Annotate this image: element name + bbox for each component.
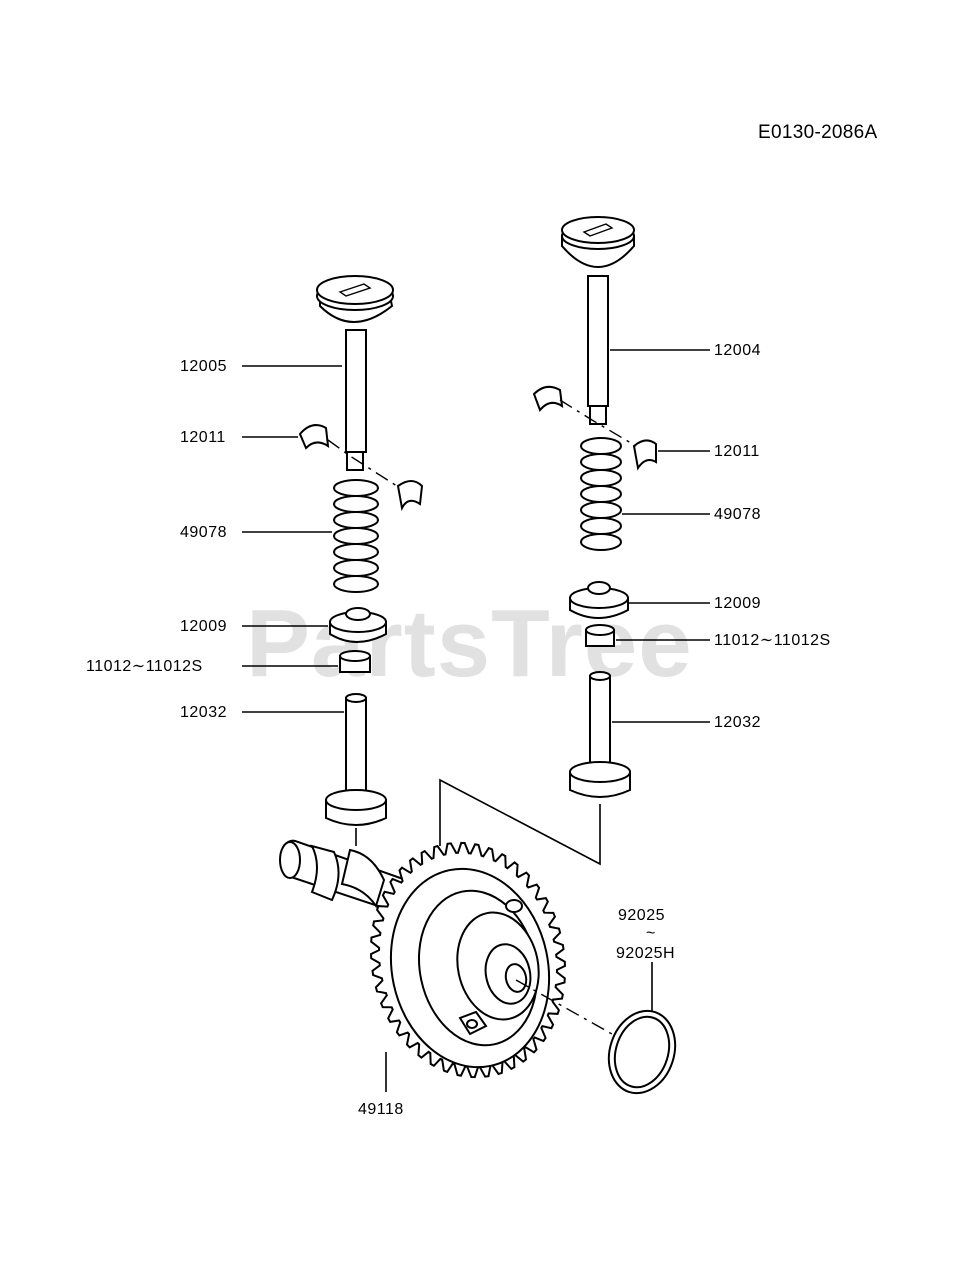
right-valve-part[interactable]	[561, 216, 635, 425]
left-shim-part[interactable]	[339, 650, 371, 673]
right-valve-assembly	[532, 216, 657, 798]
label-left-tappet: 12032	[180, 704, 227, 721]
left-collet-part[interactable]	[298, 424, 424, 512]
label-camshaft: 49118	[358, 1101, 404, 1118]
label-right-retainer: 12009	[714, 595, 761, 612]
right-spring-part[interactable]	[580, 437, 622, 551]
right-collet-part[interactable]	[532, 385, 657, 471]
label-left-shim: 11012∼11012S	[86, 658, 203, 675]
label-oring-bottom: 92025H	[616, 945, 675, 962]
diagram-reference: E0130-2086A	[758, 122, 878, 143]
camshaft-part[interactable]	[279, 839, 567, 1082]
label-left-valve: 12005	[180, 358, 227, 375]
left-retainer-part[interactable]	[329, 607, 387, 643]
oring-part[interactable]	[599, 1002, 686, 1102]
label-oring-tilde: ~	[646, 925, 656, 942]
left-valve-part[interactable]	[316, 275, 394, 471]
label-left-collet: 12011	[180, 429, 226, 446]
left-spring-part[interactable]	[333, 479, 379, 593]
label-right-spring: 49078	[714, 506, 761, 523]
left-tappet-part[interactable]	[325, 693, 387, 826]
label-left-retainer: 12009	[180, 618, 227, 635]
right-tappet-part[interactable]	[569, 671, 631, 798]
label-oring-top: 92025	[618, 907, 665, 924]
label-right-valve: 12004	[714, 342, 761, 359]
label-right-shim: 11012∼11012S	[714, 632, 831, 649]
label-right-tappet: 12032	[714, 714, 761, 731]
right-retainer-part[interactable]	[569, 581, 629, 619]
right-shim-part[interactable]	[585, 624, 615, 647]
label-left-spring: 49078	[180, 524, 227, 541]
left-valve-assembly	[298, 275, 424, 846]
label-right-collet: 12011	[714, 443, 760, 460]
